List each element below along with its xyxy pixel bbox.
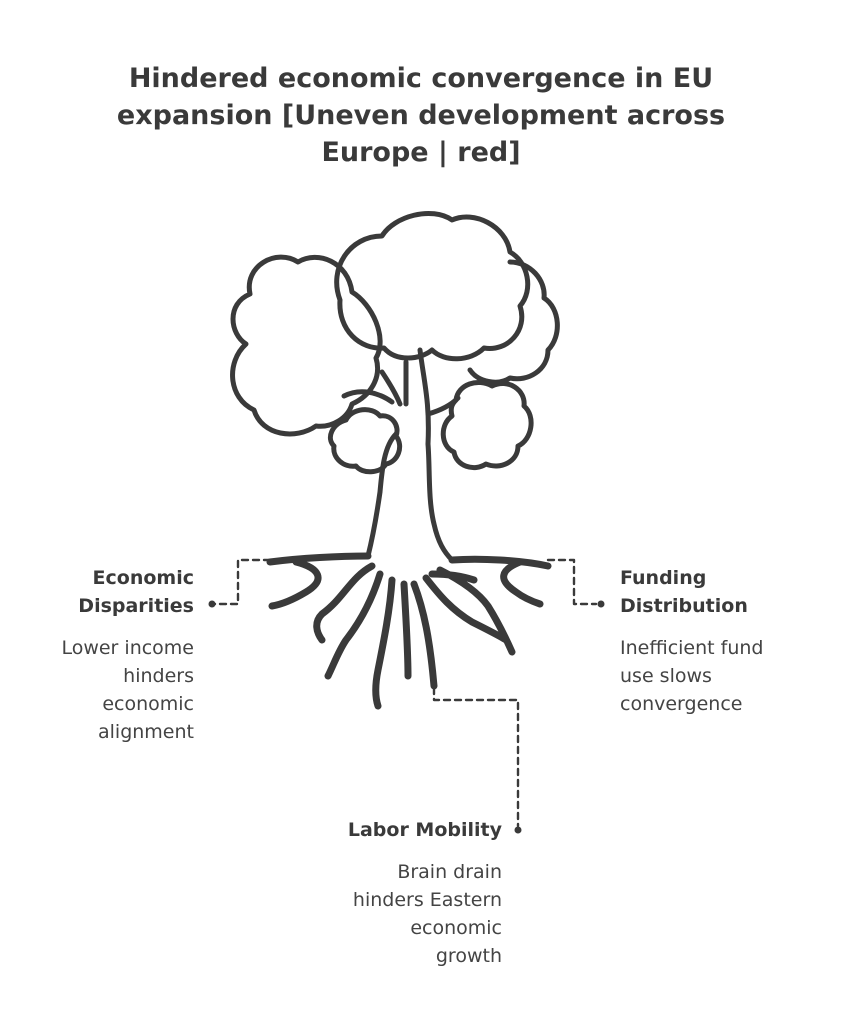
node-label-line: Funding	[620, 567, 707, 589]
node-desc-line: economic	[410, 917, 502, 939]
node-desc-line: Lower income	[61, 637, 194, 659]
title-line-1: Hindered economic convergence in EU	[128, 63, 714, 94]
connector-economic	[212, 558, 272, 606]
canopy-lower-right-cluster	[440, 380, 534, 470]
node-label-labor-mobility: Labor Mobility	[347, 819, 502, 841]
connector-labor-dot	[514, 826, 522, 834]
tree-roots	[266, 552, 552, 710]
node-label-line: Economic	[92, 567, 194, 589]
node-desc-funding-distribution: Inefficient fund use slows convergence	[620, 634, 820, 718]
node-desc-line: economic	[102, 693, 194, 715]
node-desc-line: convergence	[620, 693, 743, 715]
node-desc-line: hinders Eastern	[352, 889, 502, 911]
canopy-lower-left-cluster	[328, 407, 403, 475]
canopy-left-cluster	[230, 254, 383, 437]
tree-branch-right	[417, 347, 461, 447]
canopy-center-cluster	[334, 211, 531, 362]
canopy-right-cluster	[467, 259, 560, 385]
node-label-line: Distribution	[620, 595, 748, 617]
diagram-title: Hindered economic convergence in EU expa…	[60, 60, 782, 171]
node-desc-line: Inefficient fund	[620, 637, 764, 659]
node-desc-line: alignment	[98, 721, 194, 743]
connector-economic-dot	[208, 600, 216, 608]
node-label-economic-disparities: Economic Disparities	[20, 564, 194, 620]
tree-trunk	[365, 431, 455, 563]
node-desc-labor-mobility: Brain drain hinders Eastern economic gro…	[290, 858, 502, 970]
tree-branch-left	[341, 359, 409, 407]
node-label-line: Disparities	[78, 595, 194, 617]
title-line-3: Europe | red]	[321, 137, 521, 168]
node-desc-line: growth	[435, 945, 502, 967]
connector-labor	[432, 686, 520, 828]
connector-funding	[546, 558, 598, 606]
node-desc-line: hinders	[123, 665, 194, 687]
connector-funding-dot	[597, 600, 605, 608]
node-desc-line: use slows	[620, 665, 712, 687]
node-desc-economic-disparities: Lower income hinders economic alignment	[10, 634, 194, 746]
title-line-2: expansion [Uneven development across	[116, 100, 726, 131]
node-desc-line: Brain drain	[397, 861, 502, 883]
node-label-funding-distribution: Funding Distribution	[620, 564, 820, 620]
